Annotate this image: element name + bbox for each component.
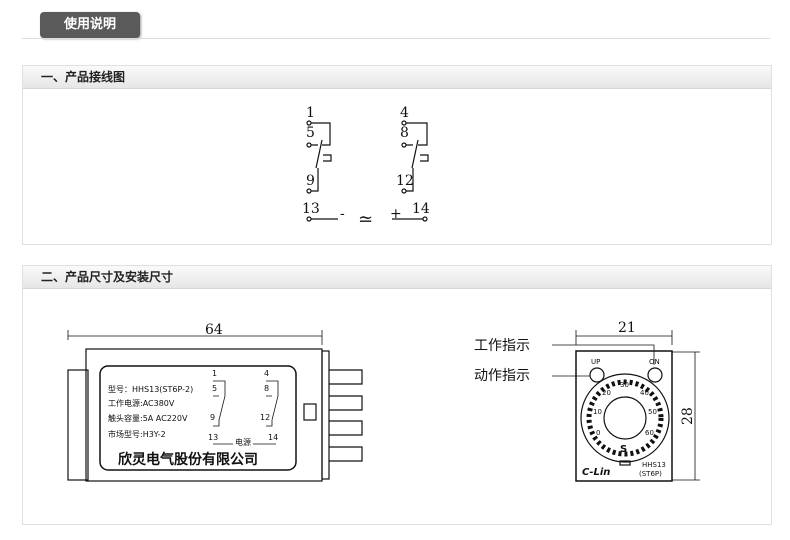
label: - <box>340 206 345 222</box>
terminal-label: 1 <box>306 105 315 121</box>
face-view: 21 工作指示 动作指示 28 UP ON 0 10 20 30 40 50 6… <box>474 320 700 482</box>
label: 10 <box>593 408 602 416</box>
terminal-label: 9 <box>306 173 315 189</box>
label: 工作电源:AC380V <box>108 398 175 408</box>
label: 21 <box>618 320 636 336</box>
label: 5 <box>212 384 217 393</box>
label: 28 <box>680 407 696 425</box>
label: + <box>390 206 402 222</box>
label: ≃ <box>358 209 373 230</box>
label: S <box>620 444 627 455</box>
brand-logo: C-Lin <box>582 467 610 478</box>
dimension-section: 二、产品尺寸及安装尺寸 <box>22 265 772 525</box>
terminal-label: 13 <box>302 201 320 217</box>
label: 欣灵电气股份有限公司 <box>118 451 258 468</box>
label: 64 <box>205 322 223 338</box>
label: HHS13 <box>642 461 666 469</box>
label: 工作指示 <box>474 338 530 354</box>
label: 电源 <box>235 437 251 447</box>
label: 8 <box>264 384 269 393</box>
usage-tab[interactable]: 使用说明 <box>40 12 140 38</box>
label: UP <box>591 358 600 366</box>
label: 12 <box>260 413 270 422</box>
label: (ST6P) <box>639 470 662 478</box>
label: 动作指示 <box>474 368 530 384</box>
terminal-label: 8 <box>400 125 409 141</box>
section-title: 一、产品接线图 <box>23 66 771 89</box>
label: 4 <box>264 369 269 378</box>
terminal-label: 12 <box>396 173 414 189</box>
divider <box>22 38 770 39</box>
wiring-section: 一、产品接线图 <box>22 65 772 245</box>
front-view: 64 型号：HHS13(ST6P-2) 工作电源:AC380V 触头容量:5A … <box>67 322 363 482</box>
terminal-label: 14 <box>412 201 430 217</box>
label: 14 <box>268 433 278 442</box>
label: 30 <box>620 381 629 389</box>
label: ON <box>649 358 660 366</box>
label: 50 <box>648 408 657 416</box>
label: 20 <box>602 389 611 397</box>
label: 1 <box>212 369 217 378</box>
label: 9 <box>210 413 215 422</box>
label: 40 <box>640 389 649 397</box>
label: 13 <box>208 433 218 442</box>
label: 市场型号:H3Y-2 <box>108 429 166 439</box>
label: 0 <box>596 429 600 437</box>
label: 型号：HHS13(ST6P-2) <box>108 385 193 394</box>
section-title: 二、产品尺寸及安装尺寸 <box>23 266 771 289</box>
label: 60 <box>645 429 654 437</box>
label: 触头容量:5A AC220V <box>108 413 188 423</box>
terminal-label: 5 <box>306 125 315 141</box>
wiring-diagram: 1 5 9 13 4 8 12 14 - ≃ + <box>302 105 430 230</box>
terminal-label: 4 <box>400 105 409 121</box>
